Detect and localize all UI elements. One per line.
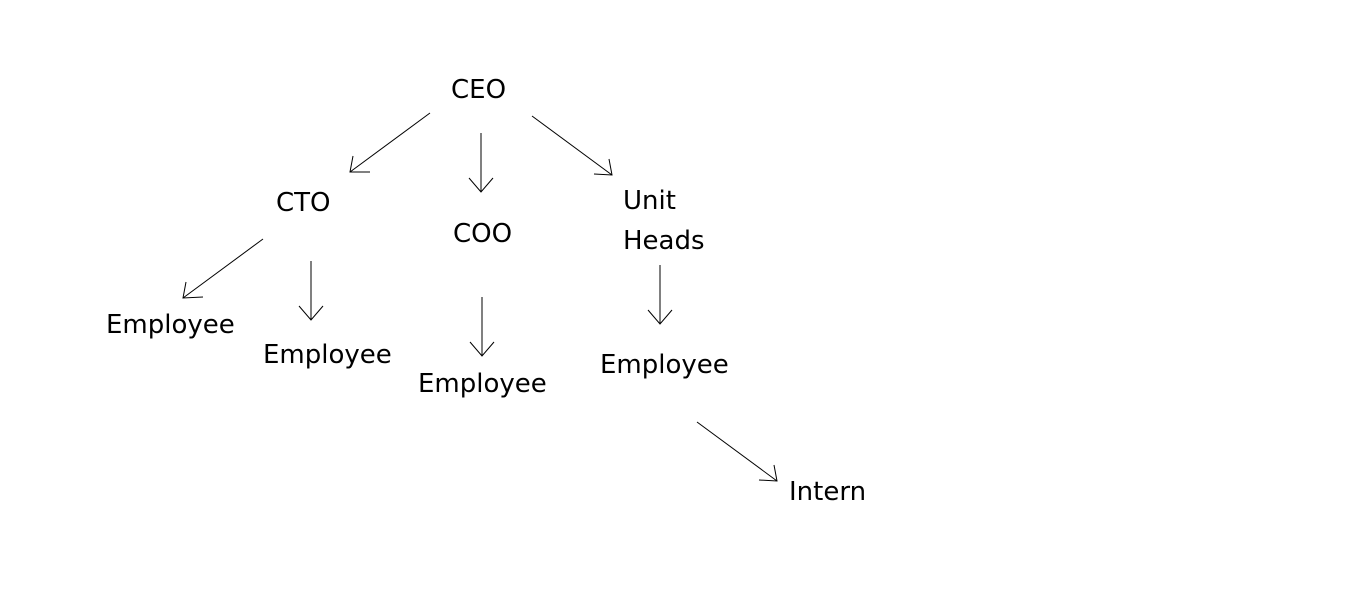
node-unit-heads-line1: Unit	[623, 186, 676, 216]
node-unit-heads-line2: Heads	[623, 226, 705, 256]
node-coo-employee: Employee	[418, 369, 547, 399]
node-ceo: CEO	[451, 75, 507, 105]
arrow-coo-to-employee	[469, 297, 495, 357]
node-intern: Intern	[789, 477, 867, 507]
arrow-ceo-to-cto	[349, 112, 431, 173]
arrow-ceo-to-unit-heads	[531, 115, 613, 176]
arrow-employee-to-intern	[696, 421, 778, 482]
node-cto-employee-2: Employee	[263, 340, 392, 370]
node-cto-employee-1: Employee	[106, 310, 235, 340]
node-unit-heads: Unit Heads	[623, 181, 705, 261]
arrow-unit-heads-to-employee	[647, 265, 673, 325]
node-unit-heads-employee: Employee	[600, 350, 729, 380]
node-coo: COO	[453, 219, 513, 249]
arrow-cto-to-employee-2	[298, 261, 324, 321]
arrow-cto-to-employee-1	[182, 238, 264, 299]
node-cto: CTO	[276, 188, 331, 218]
arrow-ceo-to-coo	[468, 133, 494, 193]
